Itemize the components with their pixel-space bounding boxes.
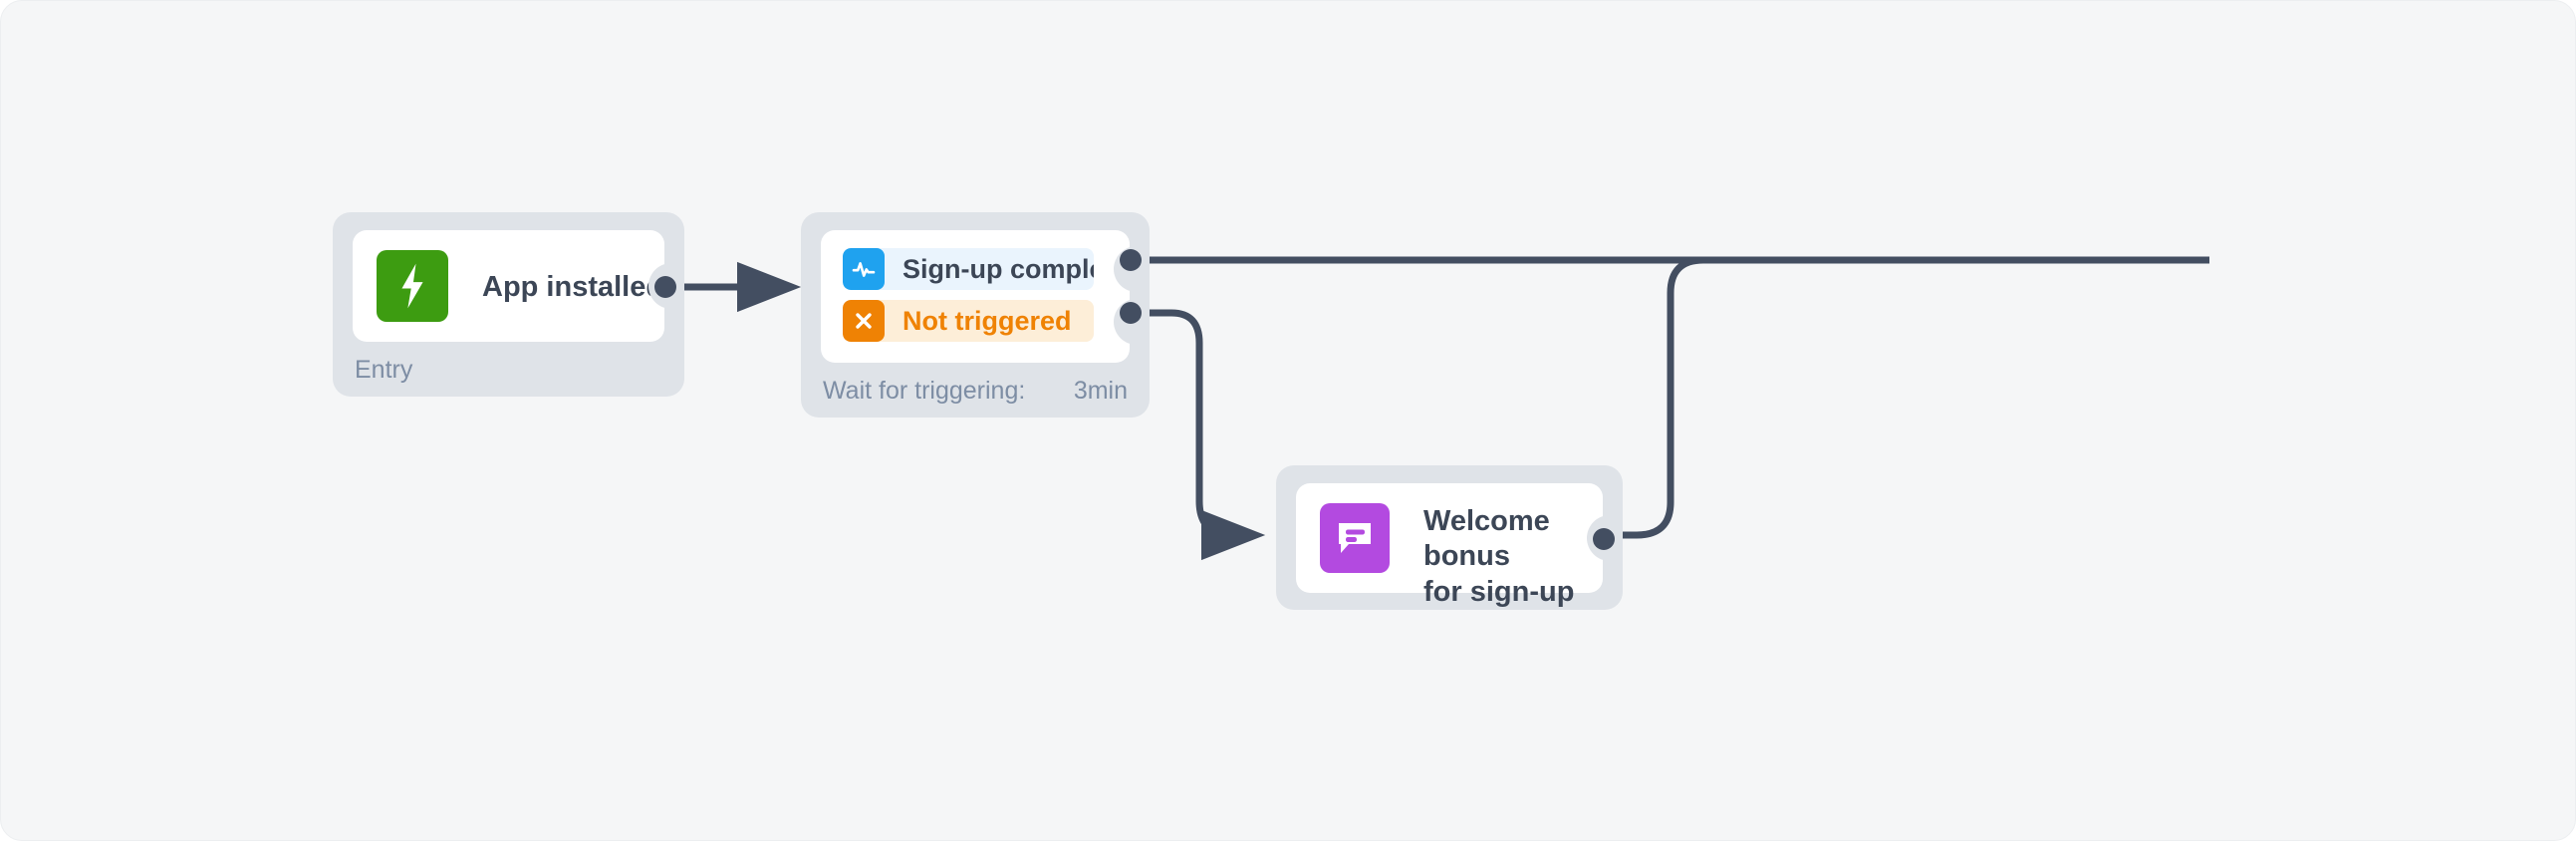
trigger-row-not-triggered-label: Not triggered: [902, 305, 1072, 336]
lightning-bolt-icon: [377, 250, 448, 322]
node-sign-up-complete-footer: Wait for triggering: 3min: [823, 379, 1128, 404]
node-app-installed-title: App installed: [482, 271, 664, 303]
node-welcome-bonus-title: Welcome bonus for sign-up: [1423, 505, 1575, 608]
trigger-row-sign-up-complete[interactable]: Sign-up complete: [843, 248, 1094, 290]
trigger-row-sign-up-complete-label: Sign-up complete: [902, 253, 1094, 284]
node-app-installed-output-port[interactable]: [654, 276, 676, 298]
node-sign-up-complete-card[interactable]: Sign-up complete Not triggered: [821, 230, 1144, 363]
edge-welcome-bonus-out: [1613, 256, 1734, 539]
trigger-row-sign-up-complete-output-port[interactable]: [1120, 249, 1142, 271]
close-x-icon: [843, 300, 885, 342]
node-welcome-bonus[interactable]: Welcome bonus for sign-up: [1276, 465, 1623, 610]
node-sign-up-complete-footer-label: Wait for triggering:: [823, 377, 1026, 405]
node-sign-up-complete-footer-value: 3min: [1073, 377, 1128, 405]
message-bubble-icon: [1320, 503, 1390, 573]
edge-not-triggered-to-welcome-bonus: [1137, 309, 1266, 561]
activity-pulse-icon: [843, 248, 885, 290]
node-app-installed[interactable]: App installed Entry: [333, 212, 684, 397]
node-app-installed-card[interactable]: App installed: [353, 230, 678, 342]
node-app-installed-footer: Entry: [355, 358, 662, 383]
trigger-row-not-triggered[interactable]: Not triggered: [843, 300, 1094, 342]
node-sign-up-complete[interactable]: Sign-up complete Not triggered Wait for …: [801, 212, 1150, 418]
node-app-installed-footer-label: Entry: [355, 356, 413, 384]
trigger-row-not-triggered-output-port[interactable]: [1120, 302, 1142, 324]
node-welcome-bonus-card[interactable]: Welcome bonus for sign-up: [1296, 483, 1617, 608]
node-welcome-bonus-output-port[interactable]: [1593, 528, 1615, 550]
